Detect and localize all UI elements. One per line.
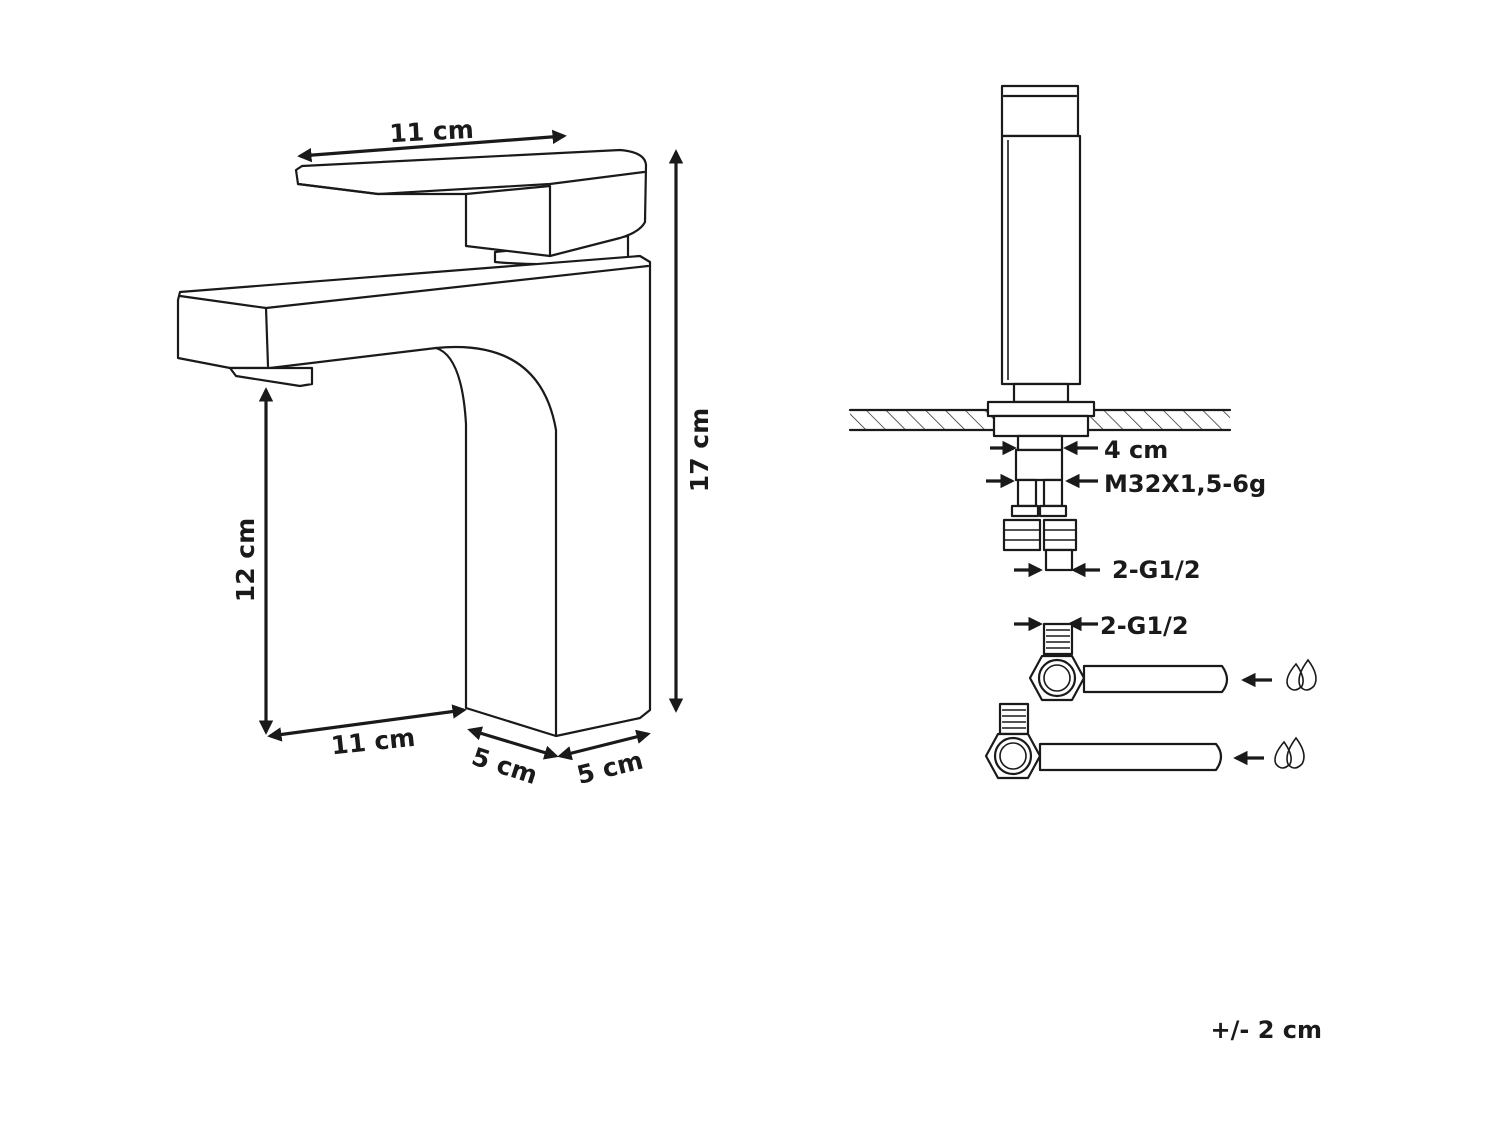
side-dimensions	[986, 440, 1100, 632]
threaded-rod	[1014, 448, 1064, 482]
hex-nut	[1002, 518, 1042, 552]
total-height-label: 17 cm	[685, 408, 714, 492]
arrow-left-icon	[1233, 672, 1272, 766]
mount-diameter-label: 4 cm	[1104, 436, 1168, 464]
water-drops-icon	[1274, 736, 1305, 769]
handle-width-label: 11 cm	[389, 115, 475, 148]
valve-connection-label: 2-G1/2	[1100, 612, 1189, 640]
handle-cap	[1000, 84, 1080, 138]
spout-reach-label: 11 cm	[330, 723, 417, 761]
aerator	[228, 366, 314, 388]
handle-lever	[294, 148, 648, 258]
faucet-drawing	[176, 148, 652, 738]
water-drops-icon	[1286, 658, 1317, 691]
tolerance-label: +/- 2 cm	[1211, 1016, 1322, 1044]
flange	[986, 400, 1096, 418]
body-column	[1000, 134, 1082, 386]
valve-upper	[1028, 622, 1229, 702]
base-width-label: 5 cm	[574, 746, 646, 790]
front-dimensions	[258, 129, 684, 761]
hose-connection-label: 2-G1/2	[1112, 556, 1201, 584]
thread-label: M32X1,5-6g	[1104, 470, 1266, 498]
valve-lower	[984, 702, 1223, 780]
spout-height-label: 12 cm	[231, 518, 260, 602]
side-view-drawing	[848, 84, 1232, 572]
faucet-body	[176, 254, 652, 738]
